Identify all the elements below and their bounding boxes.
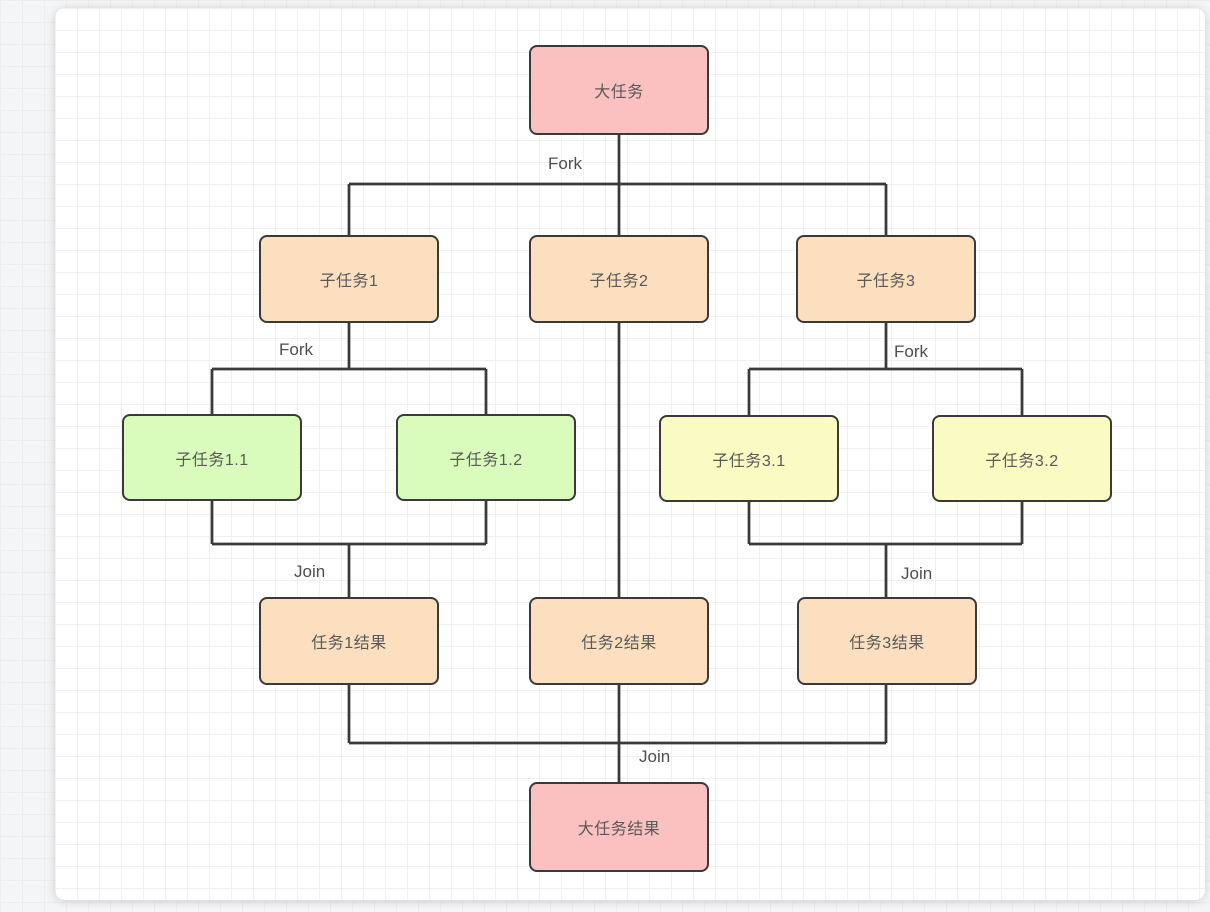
node-result-2[interactable]: 任务2结果 xyxy=(529,597,709,685)
node-subtask-1-1[interactable]: 子任务1.1 xyxy=(122,414,302,501)
node-subtask-3-1[interactable]: 子任务3.1 xyxy=(659,415,839,502)
edge-label-fork-1[interactable]: Fork xyxy=(279,340,313,359)
node-subtask-1-2[interactable]: 子任务1.2 xyxy=(396,414,576,501)
edge-label-fork-top[interactable]: Fork xyxy=(548,154,582,173)
node-subtask-1[interactable]: 子任务1 xyxy=(259,235,439,323)
node-subtask-2[interactable]: 子任务2 xyxy=(529,235,709,323)
node-subtask-3-2[interactable]: 子任务3.2 xyxy=(932,415,1112,502)
node-result-3[interactable]: 任务3结果 xyxy=(797,597,977,685)
edge-label-join-3[interactable]: Join xyxy=(901,564,933,583)
node-big-task[interactable]: 大任务 xyxy=(529,45,709,135)
node-big-result[interactable]: 大任务结果 xyxy=(529,782,709,872)
edge-label-fork-3[interactable]: Fork xyxy=(894,342,928,361)
diagram-canvas[interactable]: 大任务 子任务1 子任务2 子任务3 子任务1.1 子任务1.2 子任务3.1 … xyxy=(55,8,1205,900)
edge-label-join-1[interactable]: Join xyxy=(294,562,326,581)
node-subtask-3[interactable]: 子任务3 xyxy=(796,235,976,323)
edge-label-join-bottom[interactable]: Join xyxy=(639,747,671,766)
node-result-1[interactable]: 任务1结果 xyxy=(259,597,439,685)
